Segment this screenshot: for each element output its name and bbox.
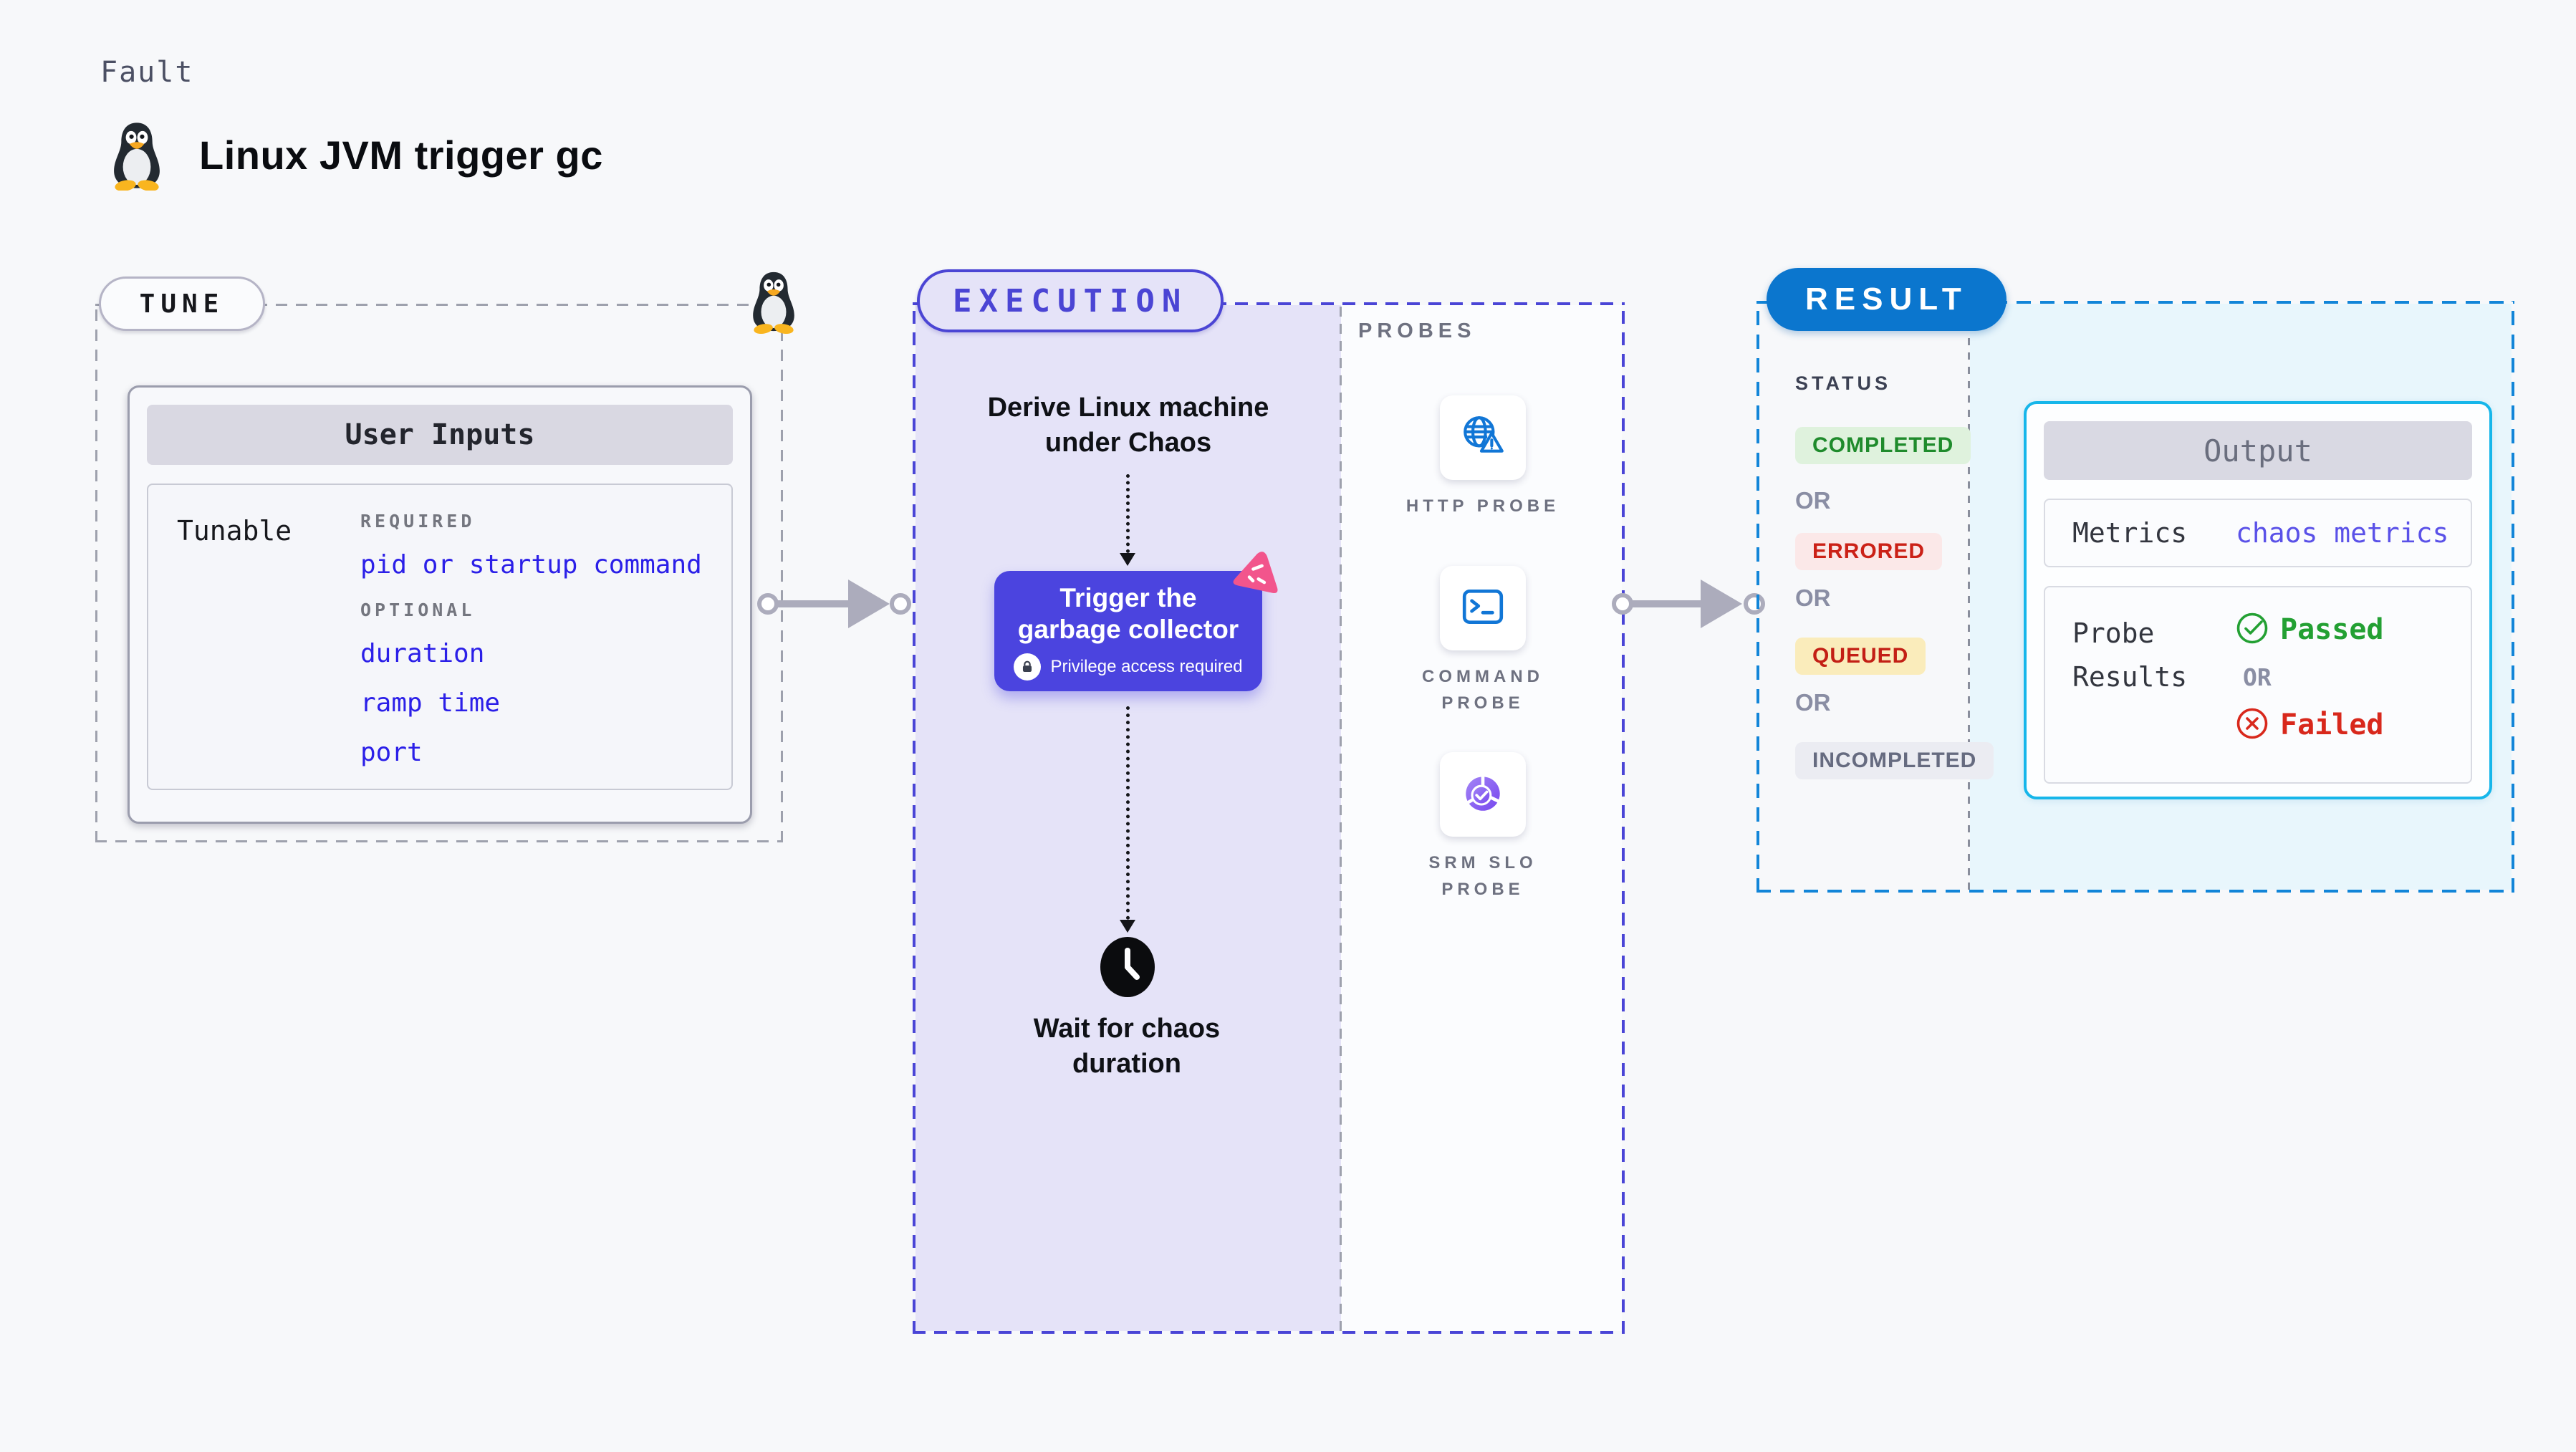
param-link-pid[interactable]: pid or startup command [360, 550, 702, 580]
tux-penguin-icon [107, 120, 166, 193]
lock-icon [1014, 653, 1042, 681]
status-badge-queued: QUEUED [1795, 638, 1926, 675]
status-badge-completed: COMPLETED [1795, 427, 1971, 464]
arrow-head [1701, 580, 1742, 628]
command-probe-card[interactable] [1440, 566, 1526, 650]
http-probe-label: HTTP PROBE [1405, 496, 1560, 516]
result-divider [1968, 304, 1970, 890]
execution-section-label: EXECUTION [917, 269, 1224, 332]
user-inputs-title: User Inputs [147, 405, 733, 465]
globe-alert-icon [1459, 413, 1506, 463]
terminal-icon [1459, 583, 1506, 634]
clock-icon [1099, 936, 1156, 999]
flow-dotted-line [1126, 706, 1130, 920]
status-badge-errored: ERRORED [1795, 533, 1943, 570]
http-probe-card[interactable] [1440, 395, 1526, 480]
trigger-gc-action-button[interactable]: Trigger the garbage collector Privilege … [994, 571, 1262, 691]
output-card: Output Metrics chaos metrics Probe Resul… [2024, 401, 2492, 799]
slo-pie-icon [1459, 769, 1506, 820]
arrow-shaft [1632, 600, 1703, 607]
or-label: OR [1795, 487, 1831, 514]
wait-step-text: Wait for chaos duration [1033, 1014, 1221, 1079]
or-label: OR [2243, 663, 2272, 691]
page-title: Linux JVM trigger gc [199, 133, 603, 178]
connector-dot [757, 593, 779, 615]
output-title: Output [2044, 421, 2472, 480]
probes-heading: PROBES [1358, 319, 1476, 342]
srm-slo-probe-label: SRM SLO PROBE [1428, 853, 1537, 900]
flow-arrow-head [1120, 553, 1135, 566]
flow-arrow-head [1120, 920, 1135, 933]
param-link-port[interactable]: port [360, 738, 423, 767]
connector-dot [1612, 593, 1633, 615]
x-circle-icon [2236, 707, 2269, 743]
metrics-value-link[interactable]: chaos metrics [2236, 517, 2449, 549]
status-heading: STATUS [1795, 372, 1891, 394]
failed-label: Failed [2280, 708, 2384, 741]
metrics-row: Metrics chaos metrics [2044, 499, 2472, 567]
user-inputs-card: User Inputs Tunable REQUIRED pid or star… [128, 385, 752, 824]
flow-dotted-line [1126, 474, 1130, 553]
trigger-gc-title: Trigger the garbage collector [1017, 583, 1239, 645]
param-link-ramp-time[interactable]: ramp time [360, 688, 501, 718]
probe-results-row: Probe Results Passed OR Failed [2044, 586, 2472, 784]
passed-label: Passed [2280, 613, 2384, 646]
tux-penguin-icon-small [748, 269, 799, 335]
tunable-row-label: Tunable [177, 515, 292, 547]
command-probe-label: COMMAND PROBE [1422, 667, 1544, 713]
status-badge-incompleted: INCOMPLETED [1795, 742, 1994, 779]
or-label: OR [1795, 585, 1831, 611]
privilege-badge-text: Privilege access required [1050, 656, 1243, 676]
optional-heading: OPTIONAL [360, 600, 476, 620]
derive-step-text: Derive Linux machine under Chaos [987, 393, 1269, 458]
result-section-label: RESULT [1767, 268, 2007, 331]
required-heading: REQUIRED [360, 511, 476, 532]
srm-slo-probe-card[interactable] [1440, 752, 1526, 837]
arrow-head [848, 580, 890, 628]
probe-results-label: Probe Results [2072, 617, 2188, 693]
check-circle-icon [2236, 612, 2269, 648]
fault-kicker: Fault [100, 56, 194, 89]
connector-dot [890, 593, 911, 615]
chaos-icon [1231, 547, 1285, 602]
probes-divider [1340, 305, 1342, 1331]
tune-section-label: TUNE [99, 277, 265, 331]
user-inputs-body: Tunable REQUIRED pid or startup command … [147, 484, 733, 790]
or-label: OR [1795, 689, 1831, 716]
arrow-shaft [777, 600, 850, 607]
metrics-label: Metrics [2072, 516, 2188, 549]
param-link-duration[interactable]: duration [360, 639, 485, 668]
